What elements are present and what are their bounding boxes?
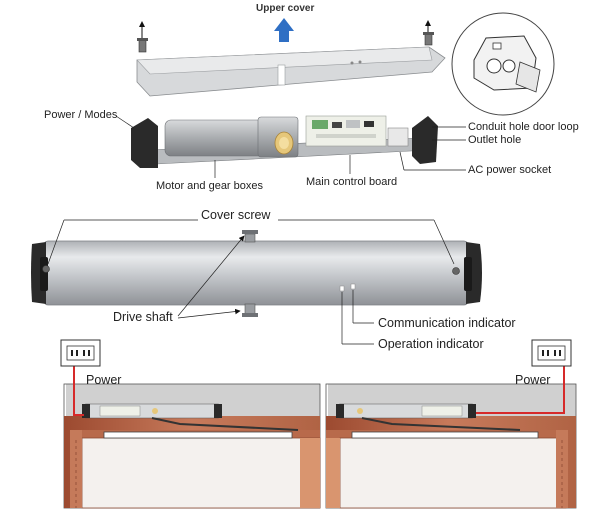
label-power-right: Power <box>515 373 551 387</box>
label-conduit-hole: Conduit hole door loop <box>468 121 579 133</box>
label-power-left: Power <box>86 373 122 387</box>
label-operation-indicator: Operation indicator <box>378 337 484 351</box>
label-motor-gear-boxes: Motor and gear boxes <box>156 180 264 192</box>
assembled-operator-body <box>31 230 482 317</box>
label-ac-power-socket: AC power socket <box>468 164 552 176</box>
middle-callout-lines <box>47 219 455 345</box>
outlet-detail-inset <box>451 12 555 116</box>
upper-cover-plate <box>136 46 446 97</box>
label-cover-screw: Cover screw <box>201 208 271 222</box>
top-callout-lines <box>115 115 466 178</box>
motor-assembly <box>131 115 438 168</box>
installation-left-panel <box>63 366 321 509</box>
cover-screw-icon <box>423 20 434 46</box>
installation-right-panel <box>325 366 577 509</box>
label-drive-shaft: Drive shaft <box>113 310 173 324</box>
power-outlet-icon <box>60 339 101 367</box>
label-outlet-hole: Outlet hole <box>468 134 522 146</box>
upper-cover-arrow-icon <box>274 18 294 42</box>
label-main-control-board: Main control board <box>306 176 398 188</box>
cover-screw-icon <box>137 21 148 53</box>
label-communication-indicator: Communication indicator <box>378 316 516 330</box>
label-upper-cover: Upper cover <box>256 3 315 14</box>
label-power-modes: Power / Modes <box>44 109 118 121</box>
power-outlet-icon <box>531 339 572 367</box>
